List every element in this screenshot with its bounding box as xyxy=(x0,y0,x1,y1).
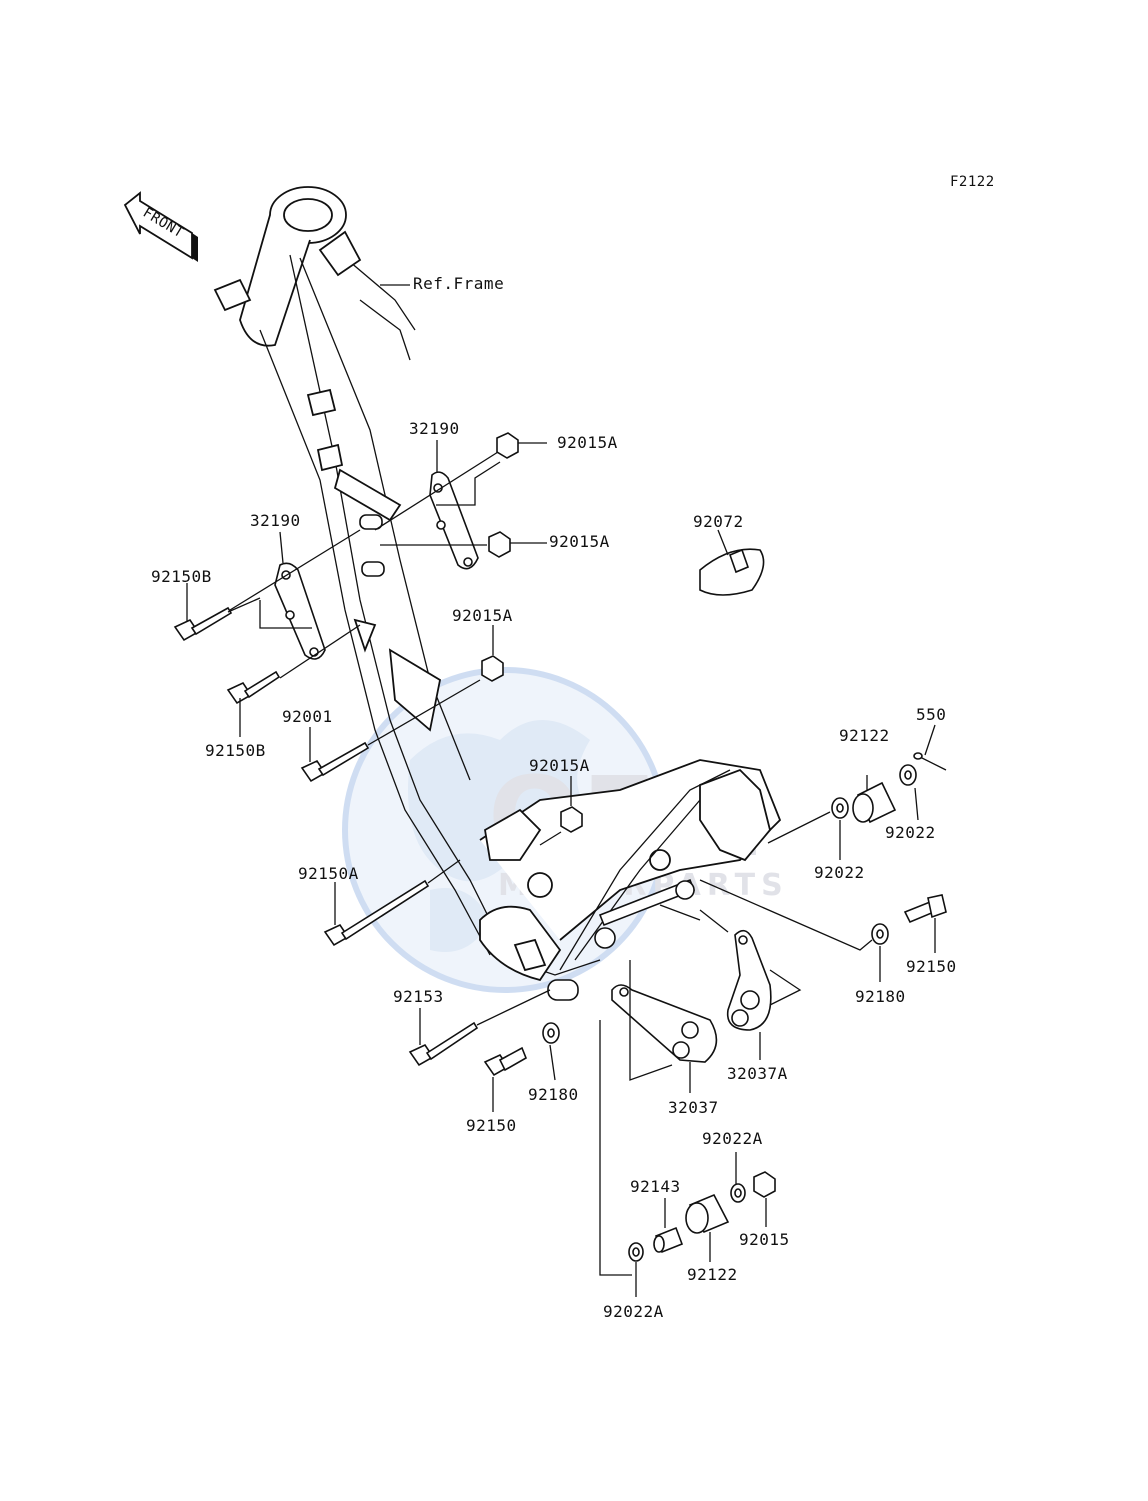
bolt-92150A xyxy=(323,879,430,947)
nut-92015A-2 xyxy=(488,531,511,558)
label-92150-right: 92150 xyxy=(906,957,957,976)
nut-92015A-4 xyxy=(560,806,583,833)
label-92122-upper: 92122 xyxy=(839,726,890,745)
label-92153: 92153 xyxy=(393,987,444,1006)
collar-92122-upper xyxy=(852,781,897,824)
spacer-upper xyxy=(359,514,383,530)
part-labels: 32190 92015A 92015A 92072 32190 92150B 9… xyxy=(151,419,957,1321)
label-92015A-2: 92015A xyxy=(549,532,610,551)
label-92150-left: 92150 xyxy=(466,1116,517,1135)
label-92150B-1: 92150B xyxy=(151,567,212,586)
bracket-32037A xyxy=(726,929,772,1031)
label-32037A: 32037A xyxy=(727,1064,788,1083)
label-92150A: 92150A xyxy=(298,864,359,883)
label-92150B-2: 92150B xyxy=(205,741,266,760)
label-32190-lower: 32190 xyxy=(250,511,301,530)
label-92122-lower: 92122 xyxy=(687,1265,738,1284)
label-92022A-bottom: 92022A xyxy=(603,1302,664,1321)
label-92015: 92015 xyxy=(739,1230,790,1249)
figure-code: F2122 xyxy=(950,174,995,190)
bolt-92153 xyxy=(408,1021,479,1067)
label-92015A-4: 92015A xyxy=(529,756,590,775)
label-92143: 92143 xyxy=(630,1177,681,1196)
label-32190-upper: 32190 xyxy=(409,419,460,438)
label-92180-left: 92180 xyxy=(528,1085,579,1104)
label-92022A-top: 92022A xyxy=(702,1129,763,1148)
label-92015A-3: 92015A xyxy=(452,606,513,625)
collar-92122-lower xyxy=(685,1193,730,1234)
cotter-pin-550 xyxy=(913,752,947,771)
spacer-lower xyxy=(361,561,385,577)
pipe-92143 xyxy=(653,1226,684,1254)
label-92072: 92072 xyxy=(693,512,744,531)
bolt-92150-left xyxy=(483,1046,528,1077)
bolt-92001 xyxy=(300,741,370,783)
label-92022-2: 92022 xyxy=(814,863,865,882)
label-32037: 32037 xyxy=(668,1098,719,1117)
front-arrow-icon: FRONT xyxy=(123,191,198,262)
label-92015A-1: 92015A xyxy=(557,433,618,452)
label-550: 550 xyxy=(916,705,946,724)
bracket-32037 xyxy=(611,984,718,1063)
nut-92015A-3 xyxy=(481,655,504,682)
label-92180-right: 92180 xyxy=(855,987,906,1006)
nut-92015 xyxy=(753,1171,776,1198)
label-92022-1: 92022 xyxy=(885,823,936,842)
leader-lines xyxy=(186,440,936,1297)
nut-92015A-1 xyxy=(496,432,519,459)
bolt-92150B-1 xyxy=(173,606,233,642)
frame-drawing xyxy=(213,186,782,982)
label-92001: 92001 xyxy=(282,707,333,726)
bolt-92150B-2 xyxy=(226,670,281,705)
ref-frame-label: Ref.Frame xyxy=(413,274,504,293)
clamp-92072 xyxy=(699,548,765,596)
collar xyxy=(547,979,579,1001)
bolt-92150-right xyxy=(903,894,947,924)
bracket-32190-upper xyxy=(429,471,479,570)
